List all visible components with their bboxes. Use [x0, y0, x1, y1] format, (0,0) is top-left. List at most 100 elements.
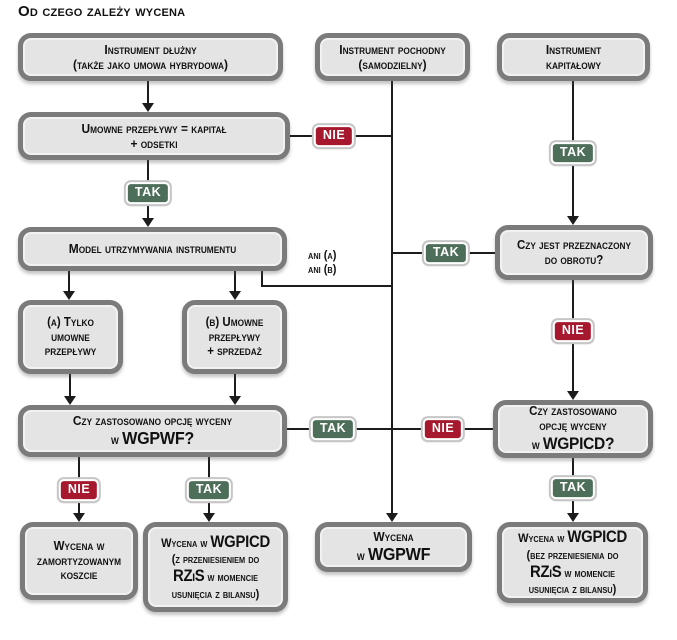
- badge-yes-held-for-trading: TAK: [423, 242, 469, 264]
- node-text-line: w WGPWF?: [33, 428, 271, 449]
- node-text-line: zamortyzowanym: [36, 553, 122, 568]
- node-contractual-cashflows: Umowne przepływy = kapitał + odsetki: [18, 112, 290, 160]
- node-text-emphasis: WGPWF?: [122, 428, 194, 449]
- node-text: Umowne przepływy = kapitał + odsetki: [33, 121, 274, 152]
- node-text-line: przepływy: [44, 344, 97, 359]
- node-text-line: usunięcia z bilansu): [528, 582, 617, 597]
- node-debt-instrument: Instrument dłużny (także jako umowa hybr…: [18, 33, 283, 81]
- node-text-segment: w: [111, 432, 123, 448]
- badge-yes-wgpwf-option: TAK: [186, 479, 232, 501]
- node-text-line: Instrument: [545, 41, 602, 57]
- node-text-line: (bez przeniesienia do: [526, 547, 619, 562]
- arrowhead: [567, 391, 579, 400]
- node-text-line: + odsetki: [130, 136, 178, 151]
- connector-line: [69, 374, 71, 396]
- node-text-emphasis: WGPICD: [567, 528, 627, 547]
- branch-note-line: ani (a): [308, 248, 337, 262]
- node-text-line: (z przeniesieniem do: [171, 552, 260, 567]
- node-text: Model utrzymywania instrumentu: [33, 241, 271, 256]
- node-equity-instrument: Instrument kapitałowy: [497, 33, 650, 81]
- node-text: Czy jest przeznaczony do obrotu?: [506, 238, 642, 268]
- node-text: Czy zastosowano opcję wyceny w WGPICD?: [504, 404, 642, 453]
- connector-line-central: [391, 81, 393, 513]
- arrowhead: [203, 513, 215, 522]
- node-text-line: Wycena w WGPICD: [153, 533, 277, 553]
- badge-yes-wgpicd-option: TAK: [550, 477, 596, 499]
- node-text-line: przepływy: [208, 329, 261, 344]
- node-text-emphasis: WGPWF: [367, 544, 431, 565]
- node-question-wgpicd-option: Czy zastosowano opcję wyceny w WGPICD?: [493, 400, 653, 458]
- node-text-segment: w momencie: [561, 565, 616, 580]
- badge-yes-equity-branch: TAK: [550, 142, 596, 164]
- node-text-line: Instrument dłużny: [104, 41, 197, 57]
- arrowhead: [64, 396, 76, 405]
- node-derivative-instrument: Instrument pochodny (samodzielny): [315, 33, 470, 81]
- node-text-emphasis: RZiS: [529, 562, 562, 581]
- node-text-segment: w: [356, 548, 368, 564]
- connector-line: [261, 285, 393, 287]
- badge-no-wgpwf-option: NIE: [58, 479, 100, 501]
- node-amortized-cost: Wycena w zamortyzowanym koszcie: [20, 522, 138, 600]
- node-text-line: kapitałowy: [545, 57, 602, 72]
- node-text: Wycena w WGPICD (bez przeniesienia do RZ…: [508, 528, 638, 597]
- node-text-line: (także jako umowa hybrydowa): [72, 57, 229, 72]
- node-text-line: Czy jest przeznaczony: [516, 237, 632, 252]
- node-text-line: opcję wyceny: [539, 419, 607, 434]
- branch-note-line: ani (b): [308, 262, 337, 277]
- node-question-wgpwf-option: Czy zastosowano opcję wyceny w WGPWF?: [18, 405, 287, 457]
- node-text-line: Wycena: [373, 528, 414, 544]
- node-text-emphasis: WGPICD?: [542, 433, 615, 453]
- node-text: Czy zastosowano opcję wyceny w WGPWF?: [33, 413, 271, 449]
- node-text-line: Instrument pochodny: [339, 41, 446, 57]
- node-text-segment: Wycena w: [161, 535, 211, 550]
- node-text-line: w WGPWF: [326, 544, 461, 565]
- arrowhead: [229, 396, 241, 405]
- arrowhead: [142, 103, 154, 112]
- node-text-line: + sprzedaż: [207, 344, 262, 359]
- arrowhead: [567, 513, 579, 522]
- node-text: (a) Tylko umowne przepływy: [27, 315, 114, 359]
- node-text-segment: Wycena w: [518, 531, 568, 546]
- node-text: Instrument kapitałowy: [508, 42, 640, 73]
- node-text-line: w WGPICD?: [504, 434, 642, 454]
- page-title: Od czego zależy wycena: [18, 3, 186, 20]
- arrowhead: [386, 513, 398, 522]
- node-text-line: Czy zastosowano opcję wyceny: [72, 412, 233, 428]
- node-wgpicd-with-transfer: Wycena w WGPICD (z przeniesieniem do RZi…: [143, 522, 288, 612]
- node-text: Wycena w WGPWF: [326, 529, 461, 565]
- node-option-b: (b) Umowne przepływy + sprzedaż: [182, 300, 287, 374]
- connector-line-stub: [261, 271, 263, 287]
- badge-no-cashflows-test: NIE: [313, 125, 355, 147]
- connector-line: [234, 374, 236, 396]
- node-text-line: (samodzielny): [358, 57, 427, 72]
- node-text-line: Model utrzymywania instrumentu: [68, 241, 237, 257]
- node-text-emphasis: WGPICD: [210, 532, 270, 551]
- badge-no-held-for-trading: NIE: [552, 320, 594, 342]
- connector-line: [147, 81, 149, 103]
- node-text-emphasis: RZiS: [172, 567, 205, 585]
- node-wgpwf-valuation: Wycena w WGPWF: [315, 522, 472, 572]
- arrowhead: [73, 513, 85, 522]
- node-question-held-for-trading: Czy jest przeznaczony do obrotu?: [495, 225, 653, 280]
- node-text-line: Wycena w: [53, 538, 105, 553]
- connector-line: [287, 428, 493, 430]
- node-text-line: (b) Umowne: [205, 314, 264, 329]
- arrowhead: [229, 291, 241, 300]
- node-text-line: do obrotu?: [544, 252, 604, 267]
- node-text-line: RZiS w momencie: [508, 563, 638, 583]
- arrowhead: [63, 291, 75, 300]
- node-text-line: umowne: [51, 329, 90, 344]
- node-text-line: usunięcia z bilansu): [171, 586, 260, 601]
- arrowhead: [567, 216, 579, 225]
- node-text-segment: w momencie: [204, 570, 259, 584]
- badge-yes-cashflows-test: TAK: [125, 182, 171, 204]
- connector-line: [234, 271, 236, 291]
- node-text: Wycena w zamortyzowanym koszcie: [29, 539, 128, 583]
- node-text-line: RZiS w momencie: [153, 567, 277, 587]
- connector-line: [68, 271, 70, 291]
- node-wgpicd-without-transfer: Wycena w WGPICD (bez przeniesienia do RZ…: [497, 522, 648, 603]
- node-text-line: Wycena w WGPICD: [508, 528, 638, 548]
- branch-note: ani (a) ani (b): [308, 248, 336, 277]
- badge-no-wgpicd-option-side: NIE: [422, 418, 464, 440]
